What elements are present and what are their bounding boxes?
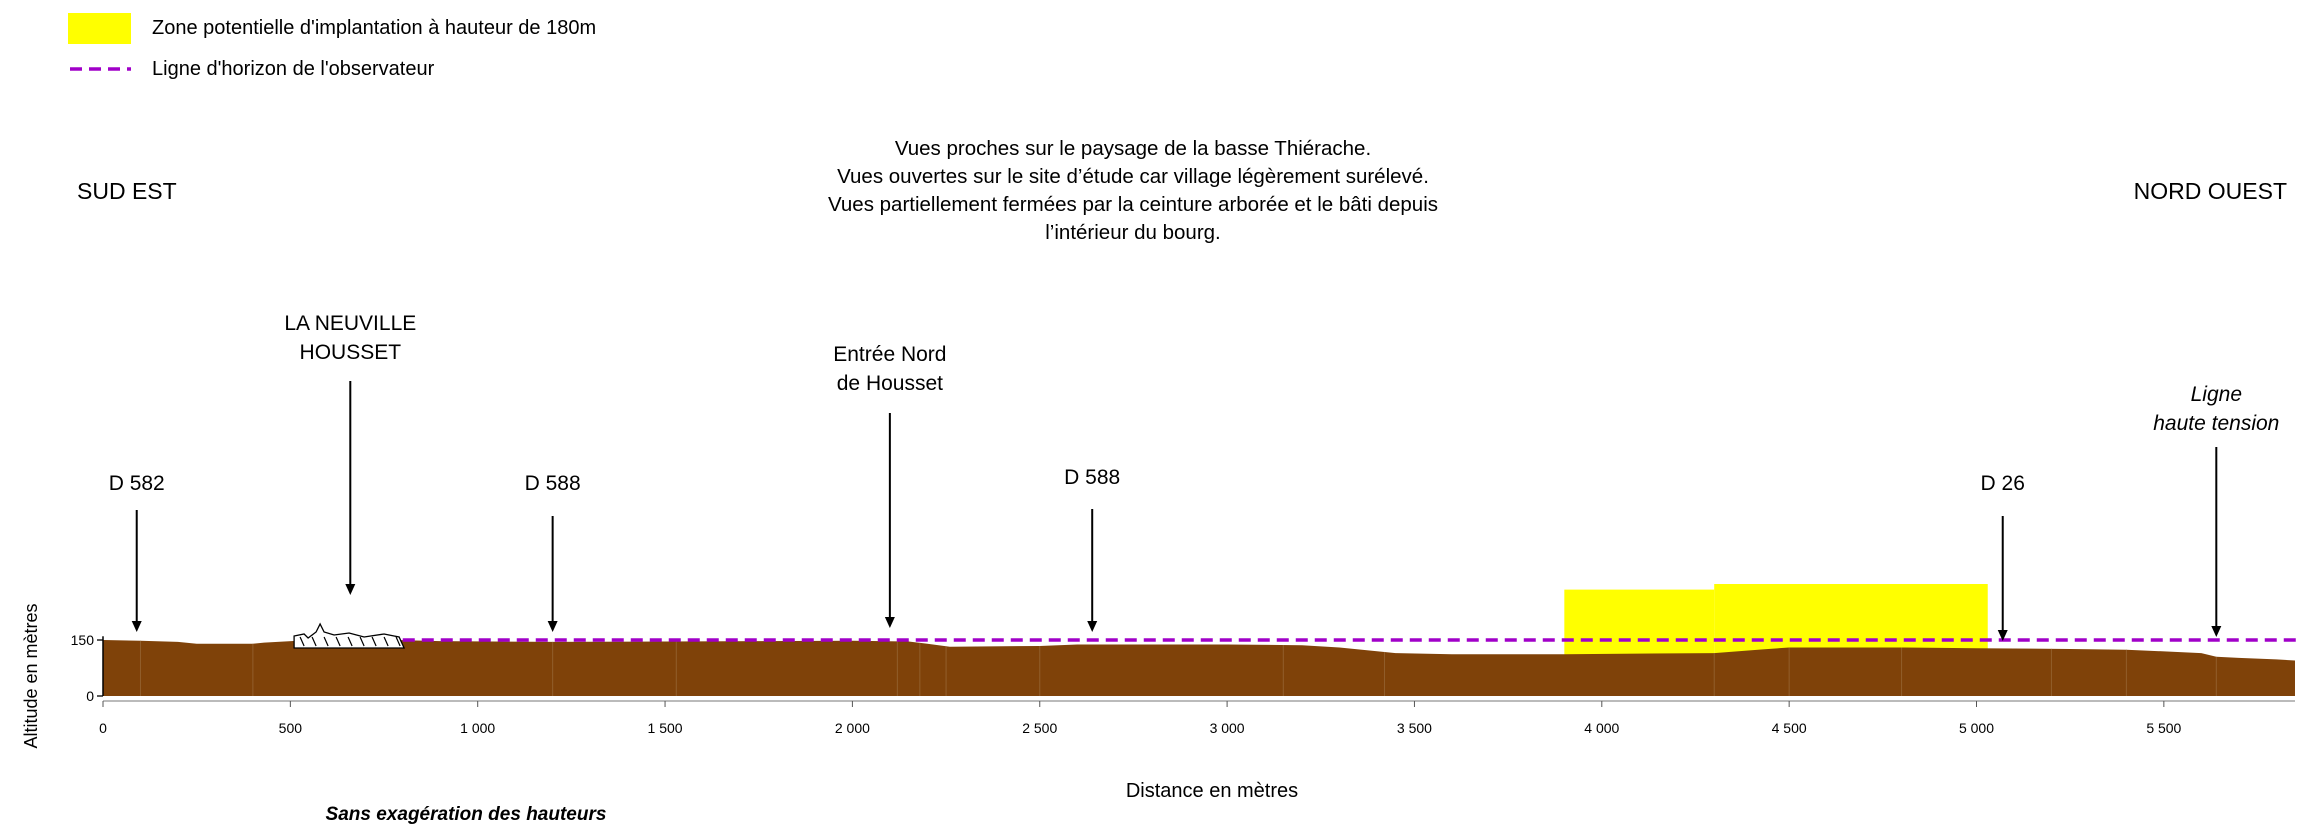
annotation: D 588 bbox=[1064, 466, 1120, 632]
annotation-label: LA NEUVILLE bbox=[284, 312, 416, 335]
annotation: D 582 bbox=[109, 472, 165, 632]
village-detail bbox=[299, 636, 305, 647]
annotation-label: Ligne bbox=[2191, 383, 2242, 406]
annotation-label: de Housset bbox=[837, 372, 943, 395]
description-line: Vues partiellement fermées par la ceintu… bbox=[828, 193, 1438, 216]
annotation-label: D 582 bbox=[109, 472, 165, 495]
legend-horizon-label: Ligne d'horizon de l'observateur bbox=[152, 58, 435, 80]
village-detail bbox=[395, 636, 401, 647]
village-detail bbox=[383, 636, 389, 647]
orientation-right: NORD OUEST bbox=[2134, 178, 2287, 204]
annotation-label: D 588 bbox=[1064, 466, 1120, 489]
terrain-profile bbox=[103, 640, 2295, 696]
y-tick-label: 0 bbox=[86, 688, 94, 704]
legend: Zone potentielle d'implantation à hauteu… bbox=[68, 13, 596, 80]
description: Vues proches sur le paysage de la basse … bbox=[828, 137, 1438, 244]
annotation-label: HOUSSET bbox=[300, 341, 402, 364]
annotation-arrowhead bbox=[884, 617, 895, 628]
legend-zone-label: Zone potentielle d'implantation à hauteu… bbox=[152, 17, 596, 39]
x-tick-label: 1 000 bbox=[460, 720, 495, 736]
x-tick-label: 5 500 bbox=[2146, 720, 2181, 736]
annotation-label: Entrée Nord bbox=[833, 343, 946, 366]
annotation: D 26 bbox=[1981, 472, 2025, 641]
annotation-arrowhead bbox=[1997, 630, 2008, 641]
terrain-area bbox=[103, 640, 2295, 696]
x-tick-label: 4 000 bbox=[1584, 720, 1619, 736]
legend-zone-swatch bbox=[68, 13, 131, 44]
annotation-arrowhead bbox=[1087, 621, 1098, 632]
village-detail bbox=[359, 636, 365, 647]
annotation-arrowhead bbox=[2211, 626, 2222, 637]
annotation-arrowhead bbox=[547, 621, 558, 632]
village-silhouette bbox=[293, 622, 406, 649]
annotation: Entrée Nord de Housset bbox=[833, 343, 946, 628]
description-line: l’intérieur du bourg. bbox=[1045, 221, 1221, 244]
annotation-label: D 588 bbox=[525, 472, 581, 495]
x-tick-label: 500 bbox=[279, 720, 303, 736]
village-detail bbox=[347, 636, 353, 647]
village-detail bbox=[311, 636, 317, 647]
description-line: Vues ouvertes sur le site d’étude car vi… bbox=[837, 165, 1429, 188]
axes: 0 500 1 000 1 500 2 000 2 500 3 000 3 500 4 000 4… bbox=[71, 632, 2295, 736]
village-buildings bbox=[293, 622, 406, 649]
annotation: LA NEUVILLE HOUSSET bbox=[284, 312, 416, 595]
village-detail bbox=[335, 636, 341, 647]
description-line: Vues proches sur le paysage de la basse … bbox=[895, 137, 1371, 160]
y-tick-label: 150 bbox=[71, 632, 95, 648]
y-axis-label: Altitude en mètres bbox=[21, 603, 41, 748]
x-tick-label: 1 500 bbox=[648, 720, 683, 736]
annotation-arrowhead bbox=[131, 621, 142, 632]
village-detail bbox=[323, 636, 329, 647]
x-tick-label: 2 000 bbox=[835, 720, 870, 736]
x-tick-label: 0 bbox=[99, 720, 107, 736]
x-tick-label: 5 000 bbox=[1959, 720, 1994, 736]
x-axis-label: Distance en mètres bbox=[1126, 780, 1298, 802]
orientation-left: SUD EST bbox=[77, 178, 177, 204]
annotation: Ligne haute tension bbox=[2153, 383, 2279, 637]
x-tick-label: 3 000 bbox=[1210, 720, 1245, 736]
x-tick-label: 3 500 bbox=[1397, 720, 1432, 736]
annotation-label: D 26 bbox=[1981, 472, 2025, 495]
annotation-label: haute tension bbox=[2153, 412, 2279, 435]
annotation-arrowhead bbox=[345, 584, 356, 595]
annotations: D 582 LA NEUVILLE HOUSSET D 588 Entrée Nord d… bbox=[109, 312, 2279, 641]
x-tick-label: 4 500 bbox=[1772, 720, 1807, 736]
footnote: Sans exagération des hauteurs bbox=[326, 804, 607, 825]
x-tick-label: 2 500 bbox=[1022, 720, 1057, 736]
annotation: D 588 bbox=[525, 472, 581, 632]
village-detail bbox=[371, 636, 377, 647]
